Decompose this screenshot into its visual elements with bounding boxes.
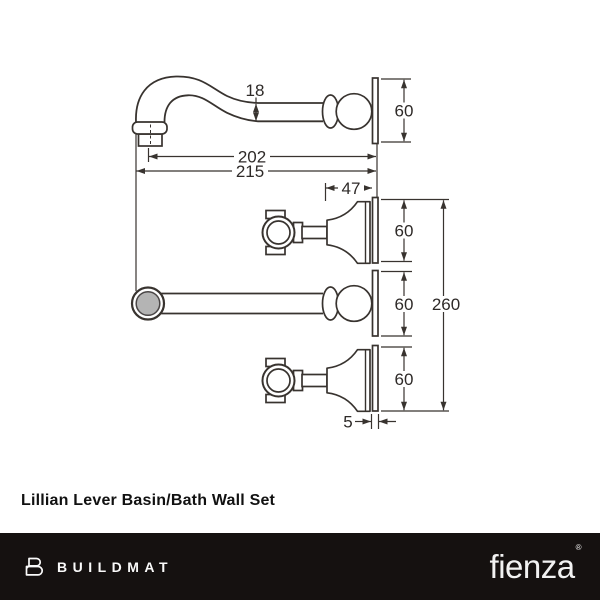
dim-overall-height: 260 xyxy=(432,295,460,314)
technical-drawing: 18 60 202 215 47 60 60 60 260 5 xyxy=(130,75,465,432)
spout-wall-plate xyxy=(371,77,379,145)
buildmat-logo: BUILDMAT xyxy=(22,555,173,579)
dim-spout-reach: 202 xyxy=(238,148,266,167)
handle-lower xyxy=(261,344,379,413)
dim-handle-projection: 47 xyxy=(342,179,361,198)
buildmat-wordmark: BUILDMAT xyxy=(57,558,174,575)
footer-bar: BUILDMAT fienza® xyxy=(0,533,600,600)
spout-outlet-face xyxy=(135,290,161,317)
buildmat-icon xyxy=(25,557,44,576)
handle-upper xyxy=(261,196,379,265)
dimension-label-backgrounds xyxy=(232,102,465,387)
spout-top-view xyxy=(130,269,379,337)
dim-bottom-handle-plate-height: 60 xyxy=(395,370,414,389)
spout-side-view xyxy=(131,75,379,147)
dim-spout-overall: 215 xyxy=(236,162,264,181)
dim-spout-pipe-diameter: 18 xyxy=(246,81,265,100)
fienza-wordmark: fienza xyxy=(489,548,576,585)
spout-ball xyxy=(335,92,373,131)
fienza-logo: fienza® xyxy=(489,544,582,585)
spout-collar xyxy=(131,121,168,135)
dim-plate-thickness: 5 xyxy=(343,413,352,432)
dim-top-handle-plate-height: 60 xyxy=(395,222,414,241)
registered-trademark: ® xyxy=(575,543,582,552)
dim-spout-plate-height: 60 xyxy=(395,102,414,121)
product-title: Lillian Lever Basin/Bath Wall Set xyxy=(21,492,276,509)
dim-spout-plate-height-top-view: 60 xyxy=(395,295,414,314)
